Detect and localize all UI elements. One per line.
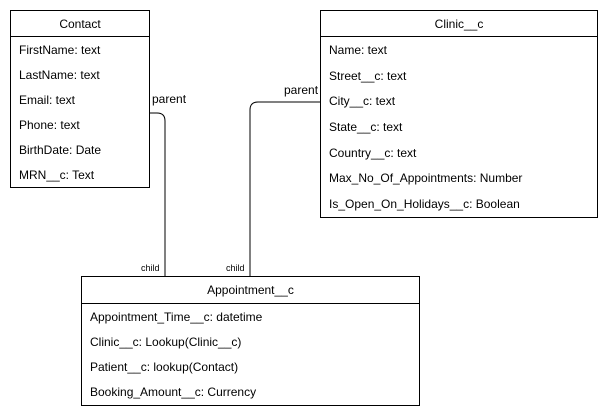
entity-field: City__c: text: [329, 94, 396, 109]
entity-field: Clinic__c: Lookup(Clinic__c): [90, 334, 242, 349]
entity-field: Street__c: text: [329, 68, 407, 83]
edge-label-child-clinic: child: [226, 263, 245, 273]
entity-field: Phone: text: [19, 117, 80, 132]
entity-field: Name: text: [329, 42, 388, 57]
entity-field: MRN__c: Text: [19, 167, 95, 182]
edge-label-child-contact: child: [141, 263, 160, 273]
entity-appointment: Appointment__c Appointment_Time__c: date…: [81, 276, 420, 406]
entity-field: Is_Open_On_Holidays__c: Boolean: [329, 197, 520, 212]
entity-field: Email: text: [19, 92, 76, 107]
entity-clinic-fields: Name: text Street__c: text City__c: text…: [321, 37, 597, 217]
entity-contact: Contact FirstName: text LastName: text E…: [10, 10, 150, 188]
entity-field: FirstName: text: [19, 42, 101, 57]
connector-contact-appointment: [150, 112, 166, 276]
entity-clinic: Clinic__c Name: text Street__c: text Cit…: [320, 10, 598, 218]
entity-field: Appointment_Time__c: datetime: [90, 309, 263, 324]
entity-contact-title: Contact: [11, 11, 149, 37]
entity-field: LastName: text: [19, 67, 100, 82]
entity-field: Max_No_Of_Appointments: Number: [329, 171, 523, 186]
edge-label-parent-clinic: parent: [284, 83, 319, 97]
entity-field: Patient__c: lookup(Contact): [90, 360, 239, 375]
connector-clinic-appointment: [249, 101, 320, 276]
entity-field: Country__c: text: [329, 145, 417, 160]
entity-field: State__c: text: [329, 120, 403, 135]
entity-field: BirthDate: Date: [19, 142, 102, 157]
edge-label-parent-contact: parent: [152, 92, 187, 106]
entity-appointment-fields: Appointment_Time__c: datetime Clinic__c:…: [82, 304, 419, 405]
entity-contact-fields: FirstName: text LastName: text Email: te…: [11, 37, 149, 187]
entity-appointment-title: Appointment__c: [82, 277, 419, 304]
entity-clinic-title: Clinic__c: [321, 11, 597, 37]
entity-field: Booking_Amount__c: Currency: [90, 385, 257, 400]
